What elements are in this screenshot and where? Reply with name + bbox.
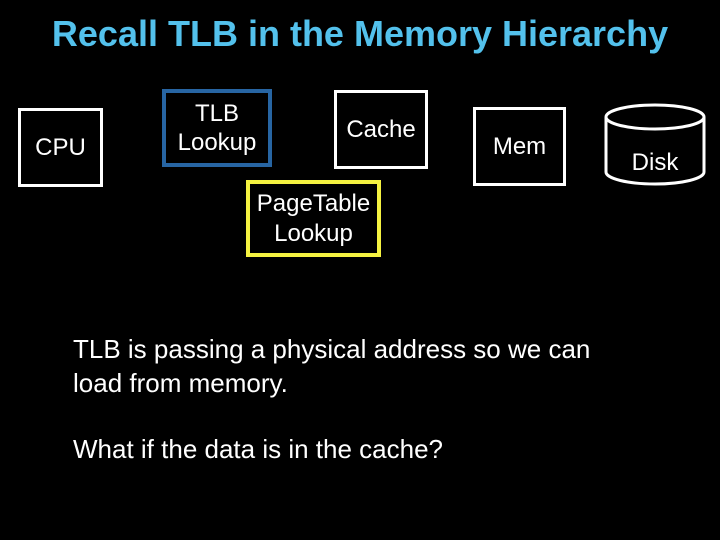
- mem-box: Mem: [473, 107, 566, 186]
- cpu-box: CPU: [18, 108, 103, 187]
- slide-title: Recall TLB in the Memory Hierarchy: [51, 13, 669, 54]
- cache-label: Cache: [346, 115, 416, 143]
- tlb-label-line1: TLB: [194, 99, 239, 127]
- pagetable-label-line2: Lookup: [274, 219, 353, 247]
- mem-label: Mem: [492, 132, 547, 160]
- cache-box: Cache: [334, 90, 428, 169]
- disk-node: Disk: [602, 102, 708, 188]
- body-paragraph-1: TLB is passing a physical address so we …: [73, 334, 591, 399]
- tlb-lookup-box: TLB Lookup: [162, 89, 272, 167]
- pagetable-lookup-box: PageTable Lookup: [246, 180, 381, 257]
- pagetable-label-line1: PageTable: [256, 190, 371, 218]
- disk-label: Disk: [631, 149, 679, 176]
- cpu-label: CPU: [35, 133, 86, 161]
- tlb-label-line2: Lookup: [177, 129, 257, 156]
- disk-cylinder-icon: [604, 103, 706, 186]
- body-paragraph-2: What if the data is in the cache?: [73, 434, 443, 464]
